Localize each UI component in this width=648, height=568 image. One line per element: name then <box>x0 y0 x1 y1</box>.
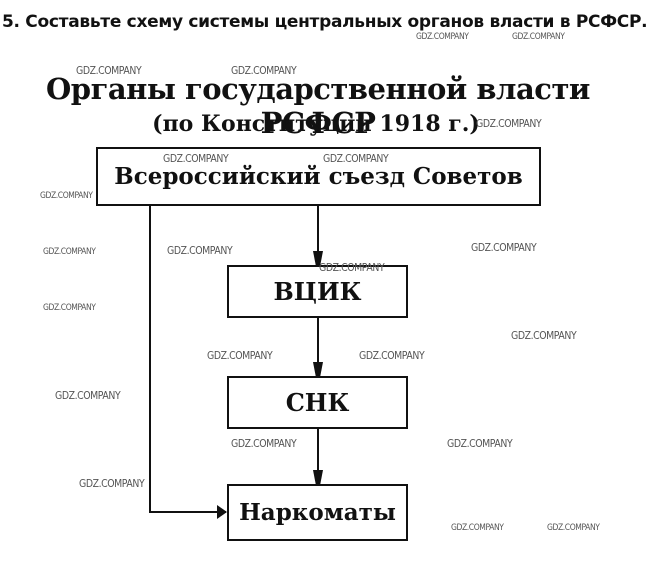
node-snk: СНК <box>227 376 408 429</box>
watermark: GDZ.COMPANY <box>547 523 600 533</box>
watermark: GDZ.COMPANY <box>319 261 385 274</box>
watermark: GDZ.COMPANY <box>55 389 121 402</box>
watermark: GDZ.COMPANY <box>359 349 425 362</box>
watermark: GDZ.COMPANY <box>163 152 229 165</box>
node-narkomaty: Наркоматы <box>227 484 408 541</box>
watermark: GDZ.COMPANY <box>231 437 297 450</box>
watermark: GDZ.COMPANY <box>43 303 96 313</box>
watermark: GDZ.COMPANY <box>76 64 142 77</box>
watermark: GDZ.COMPANY <box>231 64 297 77</box>
task-text: 5. Составьте схему системы центральных о… <box>2 12 648 32</box>
watermark: GDZ.COMPANY <box>40 191 93 201</box>
watermark: GDZ.COMPANY <box>476 117 542 130</box>
node-congress: Всероссийский съезд Советов <box>96 147 541 206</box>
watermark: GDZ.COMPANY <box>511 329 577 342</box>
diagram-subtitle: (по Конституции 1918 г.) <box>152 111 480 137</box>
watermark: GDZ.COMPANY <box>416 32 469 42</box>
node-vtsik: ВЦИК <box>227 265 408 318</box>
watermark: GDZ.COMPANY <box>451 523 504 533</box>
arrow-congress-narkomaty <box>149 205 227 519</box>
watermark: GDZ.COMPANY <box>323 152 389 165</box>
watermark: GDZ.COMPANY <box>207 349 273 362</box>
watermark: GDZ.COMPANY <box>43 247 96 257</box>
watermark: GDZ.COMPANY <box>167 244 233 257</box>
watermark: GDZ.COMPANY <box>447 437 513 450</box>
watermark: GDZ.COMPANY <box>471 241 537 254</box>
watermark: GDZ.COMPANY <box>512 32 565 42</box>
watermark: GDZ.COMPANY <box>79 477 145 490</box>
diagram-title: Органы государственной власти РСФСР <box>46 72 590 140</box>
